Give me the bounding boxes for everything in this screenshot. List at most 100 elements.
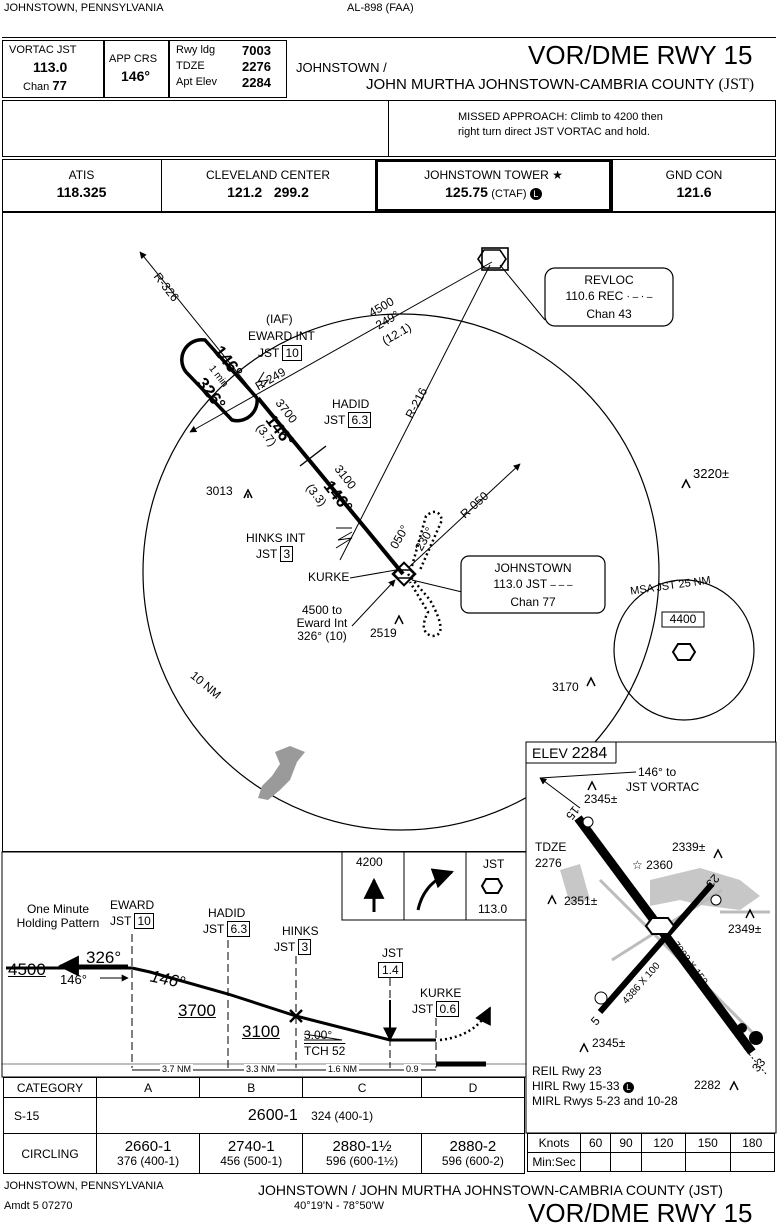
eward-jst-label: JST <box>258 346 280 360</box>
tdze-label: TDZE <box>176 60 205 72</box>
footer-airport: JOHNSTOWN / JOHN MURTHA JOHNSTOWN-CAMBRI… <box>258 1182 723 1198</box>
speed-60: 60 <box>579 1133 612 1153</box>
star-icon: ★ <box>552 168 563 182</box>
jst-box-name: JOHNSTOWN <box>494 561 572 575</box>
jst-box-freq: 113.0 <box>493 577 523 591</box>
diagram-obs-2282: 2282 <box>694 1078 721 1092</box>
diagram-obstacle-2345a <box>587 780 597 791</box>
profile-gs-angle: 3.00° <box>304 1028 333 1042</box>
missed-approach-line2: right turn direct JST VORTAC and hold. <box>458 126 650 138</box>
obstacle-3170-label: 3170 <box>552 680 579 694</box>
hold-legend-line2: Holding Pattern <box>16 916 100 930</box>
time-180 <box>729 1152 776 1172</box>
msa-circle <box>613 579 755 721</box>
airport-id: (JST) <box>718 76 755 93</box>
obstacle-icon-3013 <box>243 488 253 499</box>
feeder-note-line1: 4500 to <box>301 603 343 617</box>
location-top: JOHNSTOWN, PENNSYLVANIA <box>4 2 164 14</box>
cat-c: C <box>302 1077 422 1098</box>
profile-kurke: KURKE <box>420 986 462 1000</box>
diagram-arrow-head <box>539 777 581 809</box>
hadid-label: HADID <box>332 397 370 411</box>
dme-lightning-1 <box>256 371 270 389</box>
profile-alt-3700: 3700 <box>178 1001 216 1020</box>
obstacle-2519-label: 2519 <box>370 626 397 640</box>
minsec-label: Min:Sec <box>527 1152 581 1172</box>
revloc-box <box>544 267 674 327</box>
app-crs-box: APP CRS 146° <box>104 40 169 98</box>
vortac-freq: 113.0 <box>33 59 68 75</box>
speed-150: 150 <box>685 1133 731 1153</box>
diagram-arrow-line1: 146° to <box>638 765 677 779</box>
diagram-obstacle-2351 <box>547 894 557 905</box>
cat-a: A <box>95 1077 201 1098</box>
diagram-tdze-value: 2276 <box>535 856 562 870</box>
diagram-obs-2345b-pm: ± <box>618 1036 626 1050</box>
obstacle-3220-pm: ± <box>721 466 730 481</box>
apt-elev-label: Apt Elev <box>176 76 217 88</box>
revloc-morse-icon: ⋅ ‒ ⋅ ‒ <box>626 292 653 303</box>
missed-approach-line1: MISSED APPROACH: Climb to 4200 then <box>458 111 663 123</box>
obstacle-icon-3220 <box>681 478 691 489</box>
comm-tower-ctaf: (CTAF) <box>491 188 527 200</box>
reil-marker-5 <box>594 991 608 1005</box>
tdze-value: 2276 <box>242 59 271 74</box>
comm-center-freq: 121.2 299.2 <box>227 184 309 200</box>
circling-label: CIRCLING <box>3 1133 97 1174</box>
vortac-label: VORTAC <box>9 44 54 56</box>
diagram-obstacle-2339 <box>713 848 723 859</box>
beacon-icon <box>737 1023 747 1033</box>
revloc-freq: 110.6 <box>565 289 595 303</box>
diagram-tdze-label: TDZE <box>535 840 567 854</box>
obstacle-3220-label: 3220 <box>693 466 722 481</box>
revloc-vortac-frame <box>481 247 509 271</box>
speed-180: 180 <box>729 1133 776 1153</box>
timing-table: Knots 60 90 120 150 180 Min:Sec <box>527 1133 776 1172</box>
ma-climb-alt: 4200 <box>356 855 383 869</box>
missed-approach-divider <box>388 100 389 157</box>
final-course <box>256 396 405 576</box>
field-vortac-symbol <box>644 917 676 935</box>
city-name: JOHNSTOWN / <box>296 60 387 75</box>
circ-a-haa: 376 (400-1) <box>117 1153 180 1168</box>
document-id: AL-898 (FAA) <box>347 2 414 14</box>
obstacle-icon-3170 <box>586 676 596 687</box>
chan-value: 77 <box>52 78 67 93</box>
s15-minimums: 2600-1 324 (400-1) <box>96 1097 525 1134</box>
jst-box-ident: JST <box>525 577 547 591</box>
profile-missed-track <box>439 1006 492 1042</box>
diagram-obs-2339-pm: ± <box>698 840 706 854</box>
diagram-obs-2345b: 2345 <box>592 1036 619 1050</box>
profile-out-crs: 326° <box>86 948 122 967</box>
comm-center-name: CLEVELAND CENTER <box>205 168 331 182</box>
time-60 <box>579 1152 612 1172</box>
descent-profile <box>131 966 436 1042</box>
hinks-label: HINKS INT <box>246 531 306 545</box>
obstacle-3013-label: 3013 <box>206 484 233 498</box>
kurke-label: KURKE <box>308 570 350 584</box>
rwy-ldg-label: Rwy ldg <box>176 44 216 56</box>
procedure-title: VOR/DME RWY 15 <box>528 40 753 70</box>
r216-radial <box>339 264 491 561</box>
category-label: CATEGORY <box>3 1077 97 1098</box>
holding-jst-track <box>410 510 444 571</box>
diagram-note-1: REIL Rwy 23 <box>532 1064 602 1078</box>
r326-radial <box>139 251 259 399</box>
r249-radial <box>189 261 493 433</box>
diagram-note-2: HIRL Rwy 15-33 <box>532 1079 620 1093</box>
kurke-label-line <box>349 569 397 579</box>
profile-hinks-jst: JST <box>274 940 296 954</box>
eward-label: EWARD INT <box>248 329 315 343</box>
time-120 <box>640 1152 687 1172</box>
airport-diagram-frame <box>525 741 777 1134</box>
missed-approach-box <box>2 100 776 157</box>
hadid-jst-label: JST <box>324 413 346 427</box>
comm-tower-freq: 125.75 <box>445 184 488 200</box>
profile-hinks-dme: 3 <box>298 939 312 955</box>
hold-legend-line1: One Minute <box>26 902 90 916</box>
comm-gnd-freq: 121.6 <box>676 184 712 200</box>
comm-atis-name: ATIS <box>68 168 95 182</box>
apron-area-2 <box>560 864 590 904</box>
obstacle-icon-2519 <box>394 614 404 625</box>
msa-vortac-symbol <box>671 643 697 661</box>
